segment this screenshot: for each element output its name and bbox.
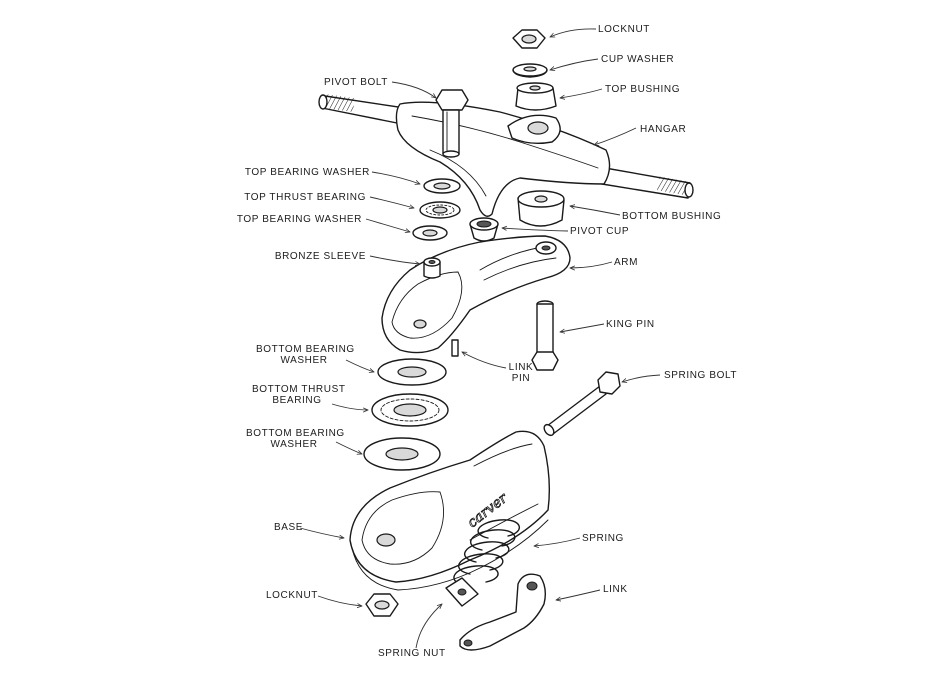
label-locknut-bottom: LOCKNUT (266, 590, 318, 601)
label-top-bushing: TOP BUSHING (605, 84, 681, 95)
arm-part (381, 235, 571, 357)
label-top-bearing-washer-2: TOP BEARING WASHER (236, 214, 362, 225)
top-bushing-part (515, 82, 557, 111)
label-bottom-bearing-washer-1: BOTTOM BEARING WASHER (256, 344, 355, 366)
pivot-bolt-part (435, 89, 469, 158)
bottom-bearing-washer-2-part (363, 437, 441, 471)
label-spring: SPRING (582, 533, 624, 544)
label-line: BOTTOM BEARING (246, 428, 345, 439)
label-line: BEARING (272, 395, 322, 406)
spring-part (453, 519, 520, 587)
label-bottom-thrust-bearing: BOTTOM THRUST BEARING (252, 384, 346, 406)
cup-washer-part (512, 63, 548, 78)
top-bearing-washer-2-part (412, 225, 448, 241)
label-line: BOTTOM BEARING (256, 344, 355, 355)
label-top-thrust-bearing: TOP THRUST BEARING (244, 192, 366, 203)
label-pivot-cup: PIVOT CUP (570, 226, 630, 237)
label-line: BOTTOM THRUST (252, 384, 346, 395)
label-spring-nut: SPRING NUT (378, 648, 446, 659)
label-line: LINK (508, 362, 534, 373)
label-arm: ARM (614, 257, 639, 268)
locknut-bottom-part (365, 593, 399, 617)
label-king-pin: KING PIN (606, 319, 655, 330)
link-part (459, 573, 547, 651)
leader-lines (299, 28, 661, 649)
spring-nut-part (445, 577, 479, 607)
label-link: LINK (603, 584, 628, 595)
pivot-cup-part (469, 217, 499, 242)
label-locknut-top: LOCKNUT (598, 24, 650, 35)
label-hangar: HANGAR (640, 124, 687, 135)
label-bottom-bearing-washer-2: BOTTOM BEARING WASHER (246, 428, 345, 450)
label-base: BASE (274, 522, 304, 533)
label-cup-washer: CUP WASHER (601, 54, 675, 65)
spring-bolt-part (543, 371, 621, 437)
bottom-bearing-washer-1-part (377, 358, 447, 386)
label-bottom-bushing: BOTTOM BUSHING (622, 211, 722, 222)
top-bearing-washer-1-part (423, 178, 461, 194)
label-line: PIN (511, 373, 531, 384)
label-pivot-bolt: PIVOT BOLT (324, 77, 388, 88)
bottom-bushing-part (517, 190, 565, 227)
bottom-thrust-bearing-part (371, 393, 449, 427)
label-spring-bolt: SPRING BOLT (664, 370, 738, 381)
label-bronze-sleeve: BRONZE SLEEVE (274, 251, 366, 262)
king-pin-part (531, 300, 559, 371)
label-line: WASHER (270, 439, 318, 450)
label-top-bearing-washer-1: TOP BEARING WASHER (244, 167, 370, 178)
label-line: WASHER (280, 355, 328, 366)
top-thrust-bearing-part (419, 201, 461, 219)
label-link-pin: LINK PIN (506, 362, 536, 384)
locknut-top-part (512, 29, 546, 49)
base-part: carver (349, 430, 551, 591)
